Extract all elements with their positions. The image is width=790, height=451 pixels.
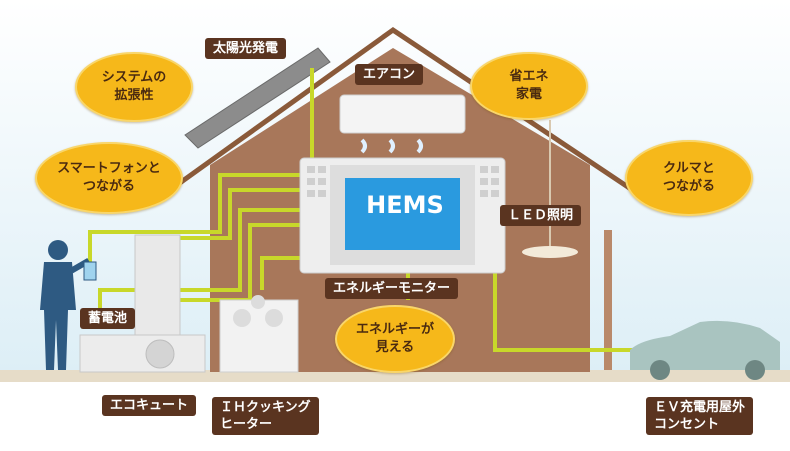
bubble-smartphone: スマートフォンと つながる (35, 142, 183, 214)
drain-pipe (604, 230, 612, 370)
label-battery: 蓄電池 (80, 308, 136, 329)
fan-icon (145, 339, 175, 369)
ecocute-unit (79, 334, 206, 373)
car (630, 320, 780, 370)
ground (0, 370, 790, 382)
label-led: ＬＥＤ照明 (500, 205, 582, 226)
label-ih-heater: ＩＨクッキング ヒーター (212, 397, 319, 435)
bubble-expandability: システムの 拡張性 (75, 52, 193, 122)
ih-heater (219, 299, 299, 373)
car-wheel (745, 360, 765, 380)
label-aircon: エアコン (355, 64, 424, 85)
air-conditioner (339, 94, 466, 134)
label-monitor: エネルギーモニター (325, 278, 459, 299)
smartphone-icon (83, 261, 97, 281)
label-solar: 太陽光発電 (205, 38, 287, 59)
hems-screen (345, 178, 460, 250)
aircon-airflow (360, 138, 423, 154)
car-wheel (650, 360, 670, 380)
monitor-buttons (307, 166, 499, 197)
roof (168, 26, 642, 198)
burner-icon (251, 295, 265, 309)
bubble-energy-saving: 省エネ 家電 (470, 52, 588, 120)
burner-icon (233, 309, 251, 327)
led-lamp (522, 246, 578, 258)
solar-panel (184, 47, 331, 149)
bubble-visible-energy: エネルギーが 見える (335, 305, 455, 373)
bubble-car: クルマと つながる (625, 140, 753, 216)
label-ecocute: エコキュート (102, 395, 197, 416)
hems-logo: HEMS (366, 191, 444, 219)
label-ev-outlet: ＥＶ充電用屋外 コンセント (646, 397, 754, 435)
burner-icon (265, 309, 283, 327)
